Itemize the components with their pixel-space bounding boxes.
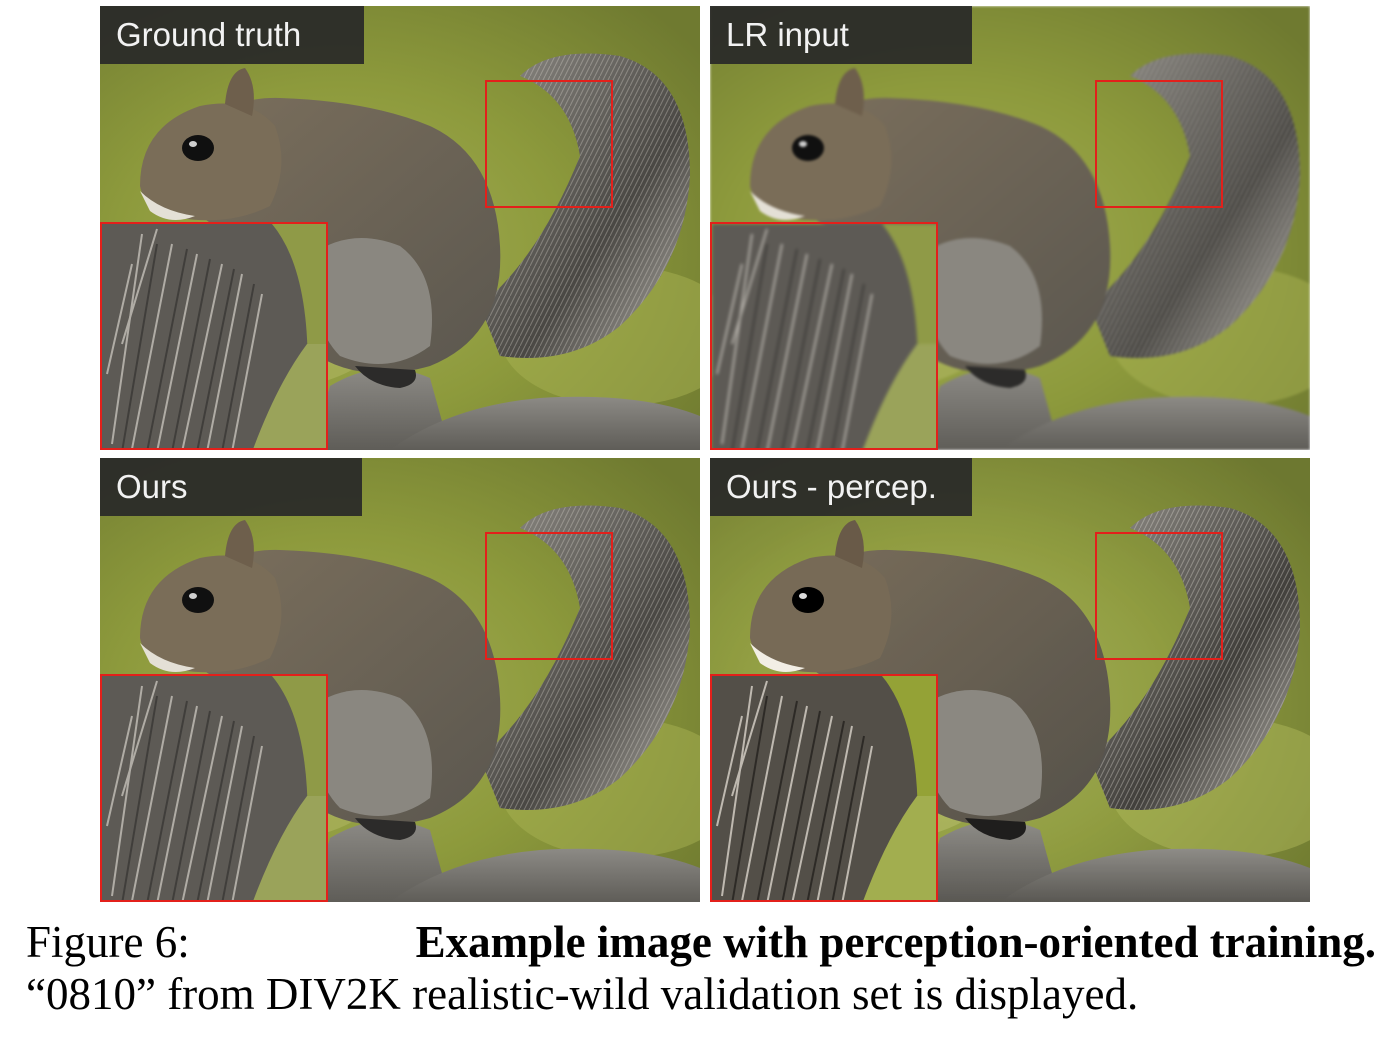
tail-zoom-image: [712, 224, 936, 448]
panel-ours-percep: Ours - percep.: [710, 458, 1310, 902]
panel-label: Ours: [100, 458, 362, 516]
panel-label: LR input: [710, 6, 972, 64]
zoom-inset: [710, 222, 938, 450]
zoom-region-box: [485, 532, 613, 660]
panel-ours: Ours: [100, 458, 700, 902]
figure-number: Figure 6:: [26, 917, 190, 967]
caption-body: “0810” from DIV2K realistic-wild validat…: [26, 969, 1139, 1019]
caption-title: Example image with perception-oriented t…: [415, 917, 1376, 967]
figure-grid: Ground truth LR input Ours Ours - percep…: [100, 6, 1310, 902]
panel-label: Ground truth: [100, 6, 364, 64]
tail-zoom-image: [102, 224, 326, 448]
zoom-inset: [100, 674, 328, 902]
zoom-region-box: [1095, 80, 1223, 208]
panel-lr-input: LR input: [710, 6, 1310, 450]
zoom-region-box: [1095, 532, 1223, 660]
figure-caption: Figure 6: Example image with perception-…: [26, 916, 1376, 1020]
zoom-inset: [710, 674, 938, 902]
tail-zoom-image: [102, 676, 326, 900]
zoom-region-box: [485, 80, 613, 208]
panel-ground-truth: Ground truth: [100, 6, 700, 450]
tail-zoom-image: [712, 676, 936, 900]
zoom-inset: [100, 222, 328, 450]
panel-label: Ours - percep.: [710, 458, 972, 516]
